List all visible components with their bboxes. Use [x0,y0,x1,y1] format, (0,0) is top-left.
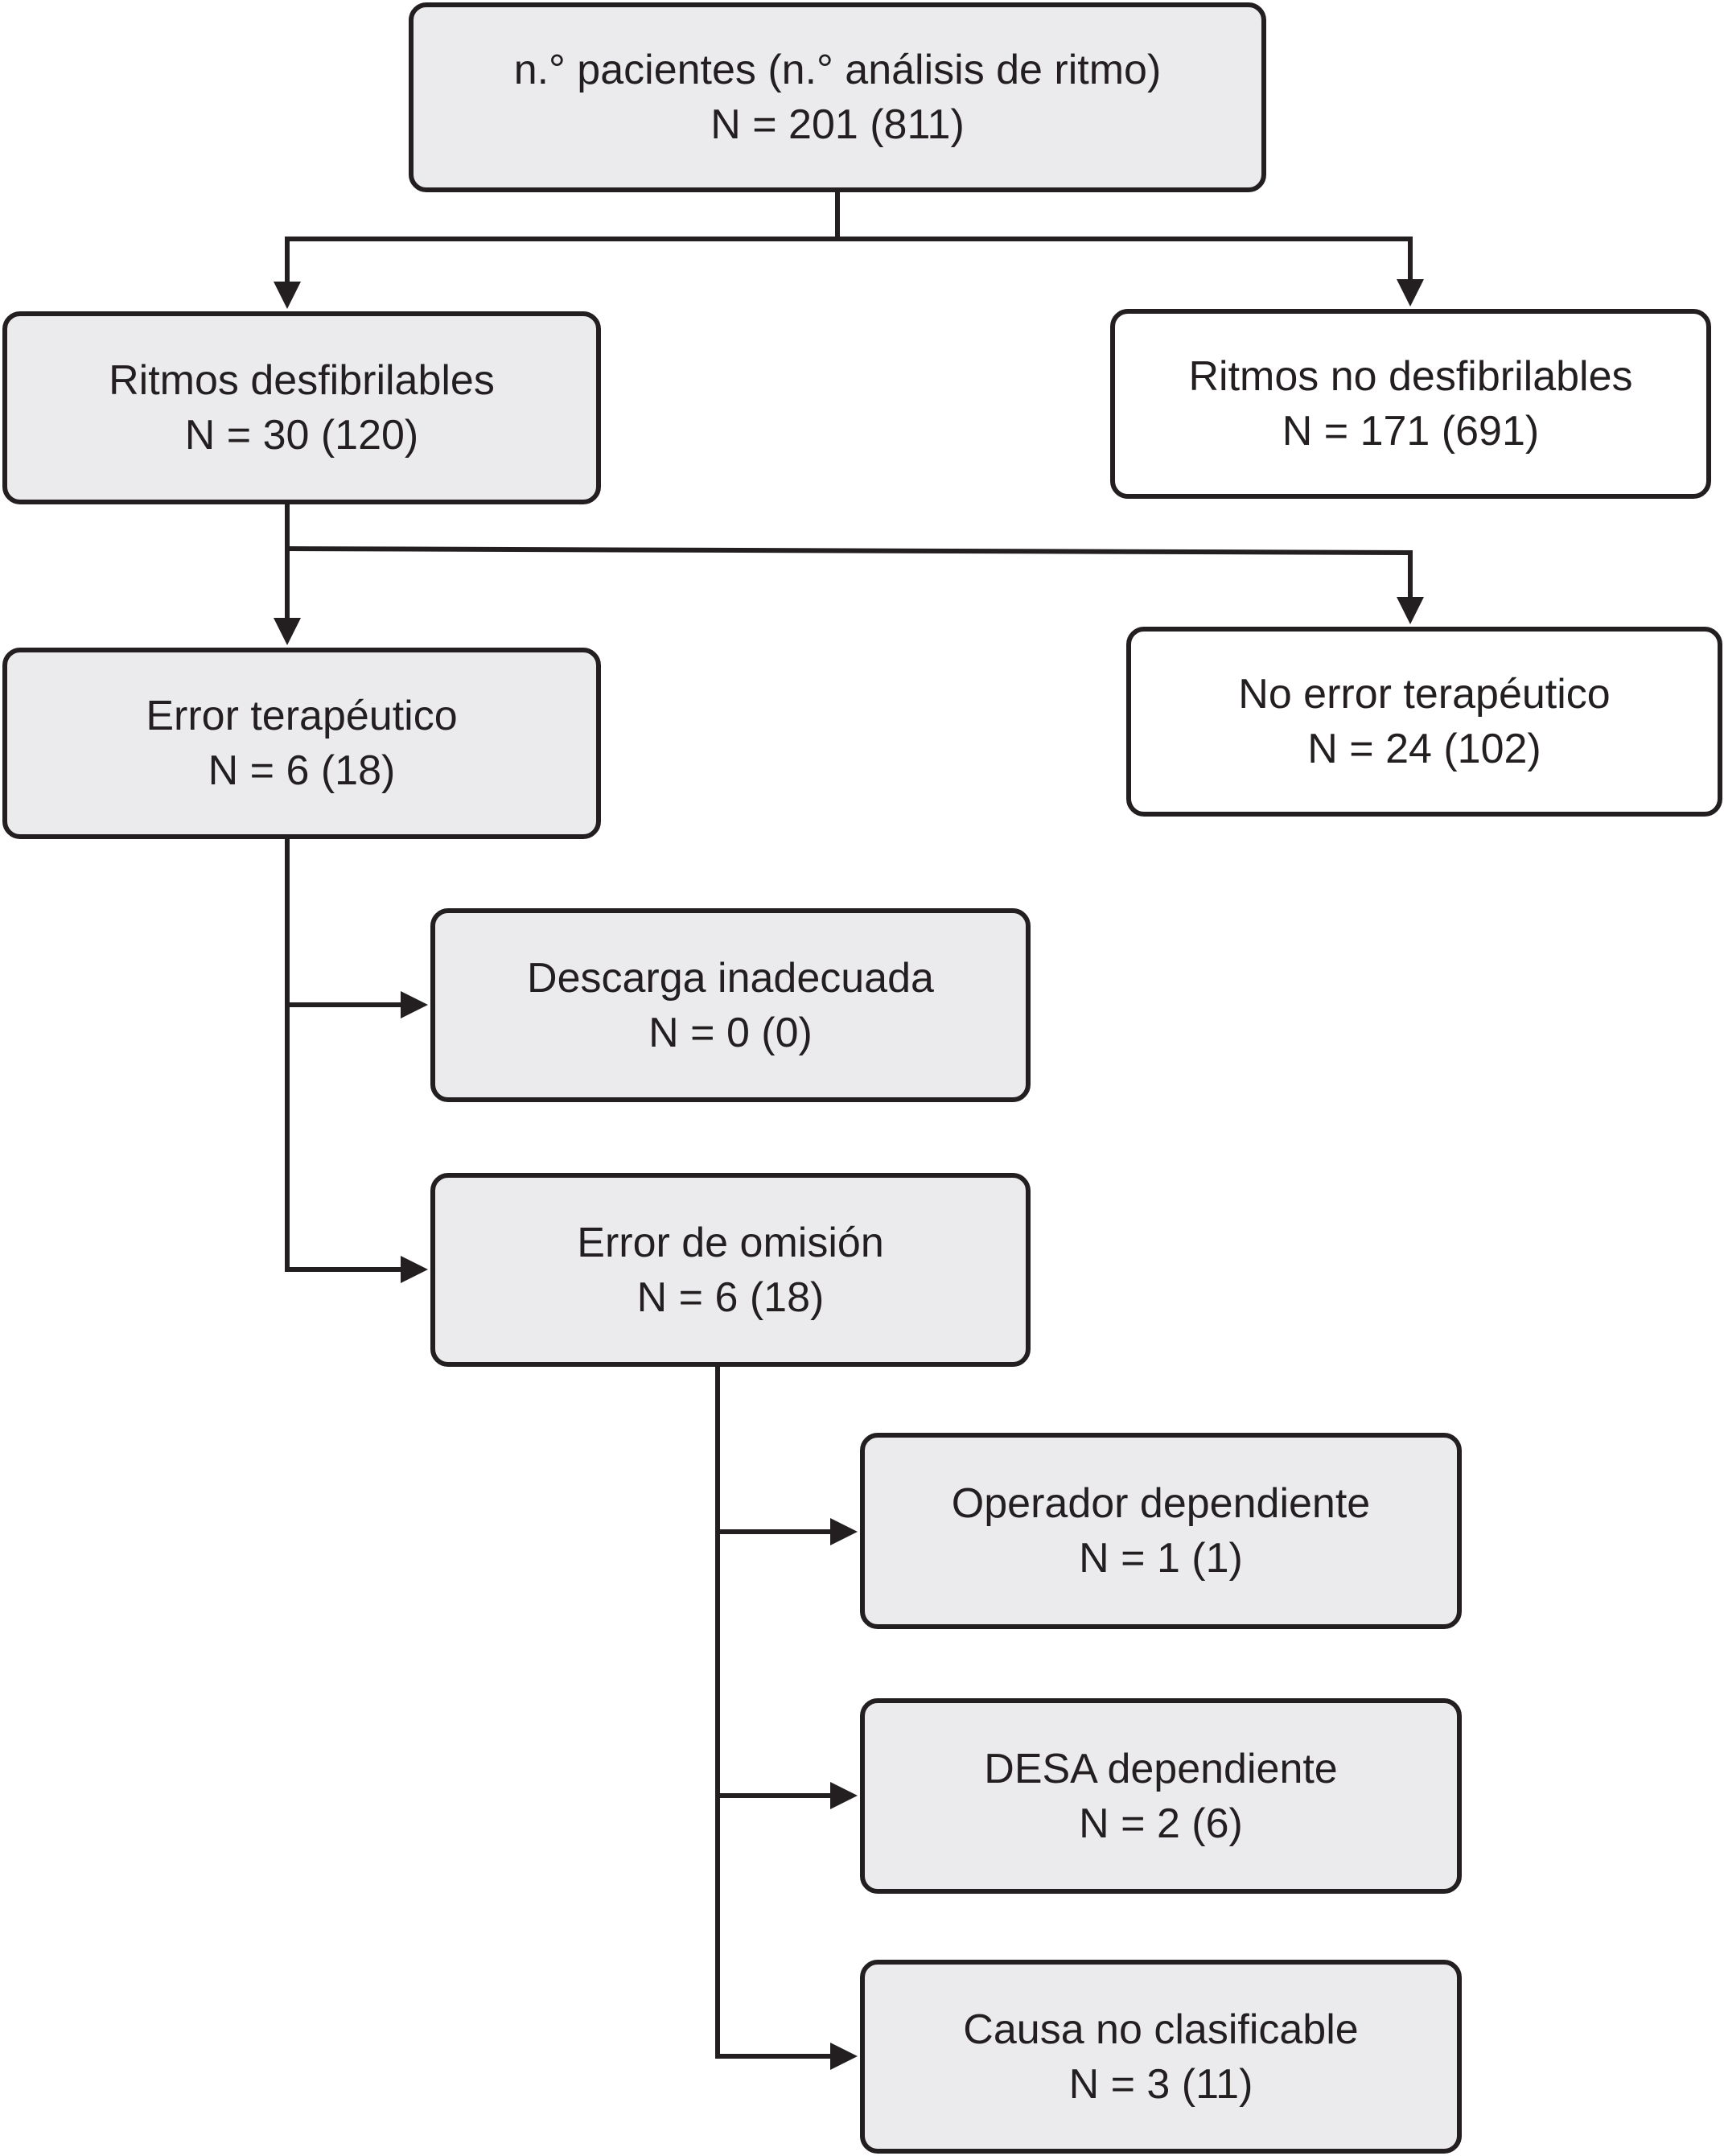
node-therapeutic-error: Error terapéutico N = 6 (18) [2,648,601,839]
arrowhead-inappropriate [401,991,428,1018]
connector-root-to-nonshockable [835,237,1413,283]
node-non-shockable-rhythms-count: N = 171 (691) [1282,408,1540,455]
arrowhead-omission [401,1256,428,1283]
node-non-shockable-rhythms: Ritmos no desfibrilables N = 171 (691) [1110,309,1711,499]
node-inappropriate-shock: Descarga inadecuada N = 0 (0) [430,908,1031,1102]
node-therapeutic-error-count: N = 6 (18) [208,747,396,794]
node-omission-error-title: Error de omisión [577,1219,884,1266]
arrowhead-operator [830,1518,858,1545]
node-total-patients: n.° pacientes (n.° análisis de ritmo) N … [409,2,1266,192]
connector-root-to-shockable [285,237,840,286]
arrowhead-unclassifiable [830,2043,858,2070]
node-unclassifiable-cause-title: Causa no clasificable [963,2006,1359,2053]
node-operator-dependent-title: Operador dependiente [951,1480,1371,1527]
connector-shockable-to-noerror [284,545,1413,601]
node-total-patients-count: N = 201 (811) [710,101,965,148]
node-unclassifiable-cause-count: N = 3 (11) [1068,2060,1253,2108]
node-no-therapeutic-error-title: No error terapéutico [1238,671,1611,718]
node-aed-dependent: DESA dependiente N = 2 (6) [860,1698,1462,1894]
arrowhead-error [274,618,301,645]
node-inappropriate-shock-title: Descarga inadecuada [527,954,934,1002]
node-total-patients-title: n.° pacientes (n.° análisis de ritmo) [513,47,1162,93]
node-omission-error: Error de omisión N = 6 (18) [430,1173,1031,1367]
node-therapeutic-error-title: Error terapéutico [146,693,458,739]
node-shockable-rhythms: Ritmos desfibrilables N = 30 (120) [2,311,601,504]
arrowhead-aed [830,1782,858,1809]
node-shockable-rhythms-count: N = 30 (120) [184,412,419,459]
node-operator-dependent: Operador dependiente N = 1 (1) [860,1433,1462,1629]
node-aed-dependent-count: N = 2 (6) [1079,1800,1243,1847]
arrowhead-noerror [1397,597,1424,624]
node-inappropriate-shock-count: N = 0 (0) [648,1009,813,1056]
node-shockable-rhythms-title: Ritmos desfibrilables [109,357,495,404]
node-operator-dependent-count: N = 1 (1) [1079,1535,1243,1582]
node-aed-dependent-title: DESA dependiente [984,1745,1338,1792]
node-no-therapeutic-error-count: N = 24 (102) [1307,726,1541,772]
arrowhead-nonshockable [1397,279,1424,307]
node-no-therapeutic-error: No error terapéutico N = 24 (102) [1126,627,1722,817]
node-non-shockable-rhythms-title: Ritmos no desfibrilables [1188,353,1633,400]
node-unclassifiable-cause: Causa no clasificable N = 3 (11) [860,1960,1462,2154]
arrowhead-shockable [274,282,301,309]
node-omission-error-count: N = 6 (18) [636,1273,825,1321]
